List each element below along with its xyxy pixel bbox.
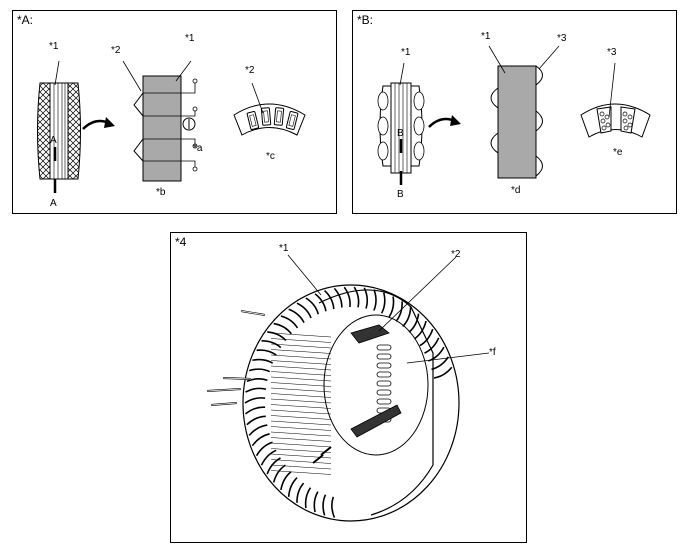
leader-a1-left xyxy=(54,60,60,86)
label-callout-a: *a xyxy=(193,143,203,154)
stator-core-wound xyxy=(37,82,81,180)
arrow-b xyxy=(428,115,461,128)
arrow-a xyxy=(82,117,115,130)
slot-section-e xyxy=(580,103,651,138)
leader-4-n2 xyxy=(378,256,457,332)
leader-4-f xyxy=(406,352,490,364)
panel-b-title: *B: xyxy=(357,13,374,27)
label-section-b-top: B xyxy=(397,128,404,139)
label-callout-d: *d xyxy=(511,185,520,196)
panel-4: *4 xyxy=(170,232,527,543)
panel-b: *B: *1 B B xyxy=(352,10,677,214)
slot-gap-top xyxy=(350,324,390,344)
panel-b-art: *1 B B *1 *3 *d xyxy=(377,31,651,200)
stator-core-hairpin xyxy=(377,82,425,174)
leader-b1-mid xyxy=(488,45,506,74)
label-b-n3-right: *3 xyxy=(607,47,617,58)
leader-4-n1 xyxy=(287,254,322,296)
label-b-n1-left: *1 xyxy=(401,47,411,58)
panel-4-art: *1 *2 *f xyxy=(206,243,496,522)
label-b-n3-mid: *3 xyxy=(557,33,567,44)
leader-a2-right xyxy=(251,82,264,114)
lamination-stack xyxy=(270,332,332,475)
label-section-a-bottom: A xyxy=(50,198,57,209)
leader-b3-right xyxy=(608,62,616,118)
label-a-n1-top: *1 xyxy=(185,33,195,44)
label-callout-b: *b xyxy=(156,187,166,198)
panel-4-title: *4 xyxy=(175,235,187,249)
slot-section-c xyxy=(233,103,306,136)
leader-b3-mid xyxy=(538,45,560,70)
leader-a1-top xyxy=(175,60,192,82)
label-a-n2-right: *2 xyxy=(245,65,255,76)
label-a-n2-top: *2 xyxy=(111,45,121,56)
label-4-n1: *1 xyxy=(279,243,289,254)
label-b-n1-mid: *1 xyxy=(481,31,491,42)
label-a-n1-left: *1 xyxy=(49,41,59,52)
slot-gap-bottom xyxy=(350,404,402,438)
coil-cross-section-d xyxy=(490,65,543,179)
panel-a: *A: *1 A A xyxy=(12,10,337,214)
panel-a-title: *A: xyxy=(17,13,34,27)
leader-a2-top xyxy=(122,60,142,92)
label-callout-e: *e xyxy=(613,147,623,158)
label-4-n2: *2 xyxy=(451,249,461,260)
lead-wires xyxy=(206,310,332,464)
label-callout-f: *f xyxy=(489,347,496,358)
label-section-a-top: A xyxy=(50,135,57,146)
label-callout-c: *c xyxy=(266,151,275,162)
coil-cross-section-b xyxy=(133,75,198,182)
leader-b1-left xyxy=(399,62,405,86)
stator-ring xyxy=(242,284,460,522)
label-section-b-bottom: B xyxy=(397,189,404,200)
panel-a-art: *1 A A *2 xyxy=(37,33,306,209)
